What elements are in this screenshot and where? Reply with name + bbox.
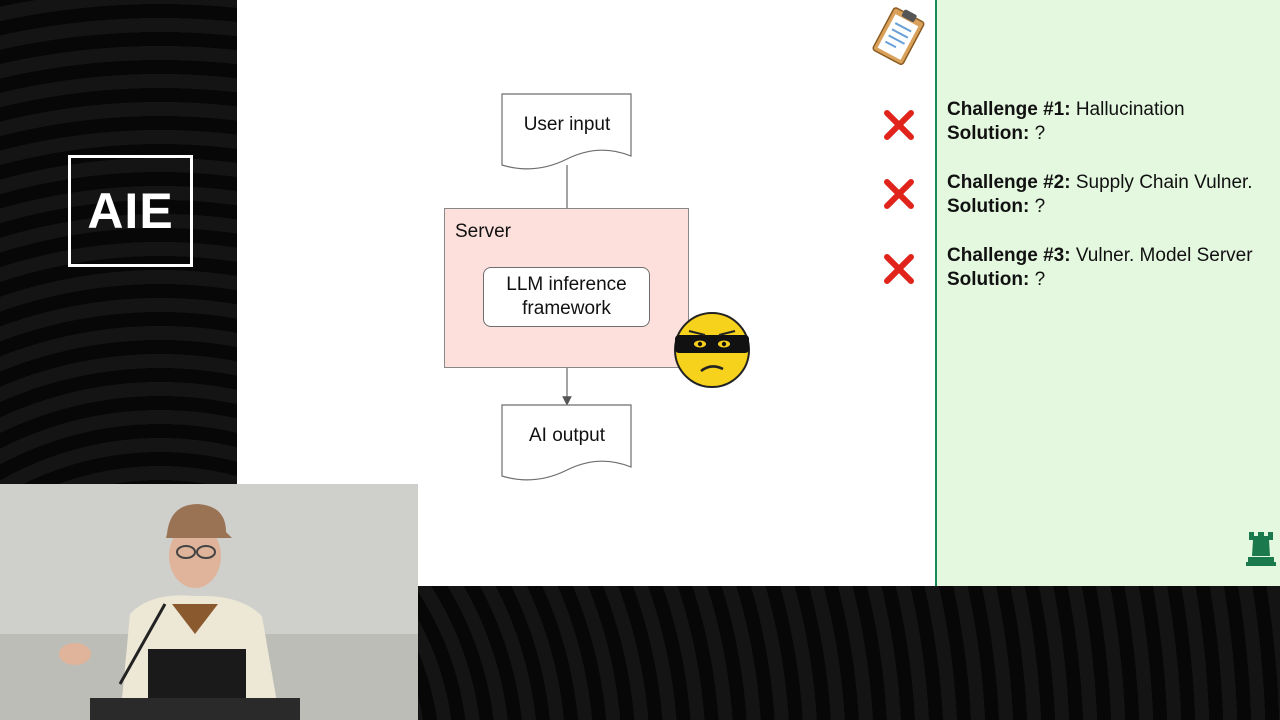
challenge-3: Challenge #3: Vulner. Model Server Solut…	[947, 245, 1253, 290]
user-input-node: User input	[523, 114, 611, 135]
server-label: Server	[455, 221, 511, 242]
clipboard-icon	[872, 7, 925, 65]
llm-inference-node: LLM inference framework	[483, 267, 650, 327]
chess-rook-icon	[1246, 532, 1276, 566]
user-input-shape	[501, 93, 632, 170]
cross-mark-icon	[884, 110, 914, 140]
aie-logo: AIE	[68, 155, 193, 267]
masked-face-icon	[674, 312, 750, 388]
cross-mark-icon	[884, 254, 914, 284]
ai-output-node: AI output	[528, 425, 606, 446]
challenge-1: Challenge #1: Hallucination Solution: ?	[947, 99, 1185, 144]
speaker-webcam	[0, 484, 418, 720]
ai-output-shape	[501, 404, 632, 481]
cross-mark-icon	[884, 179, 914, 209]
speaker-figure	[0, 484, 418, 720]
challenge-2: Challenge #2: Supply Chain Vulner. Solut…	[947, 172, 1253, 217]
challenges-panel: Challenge #1: Hallucination Solution: ? …	[935, 0, 1280, 586]
